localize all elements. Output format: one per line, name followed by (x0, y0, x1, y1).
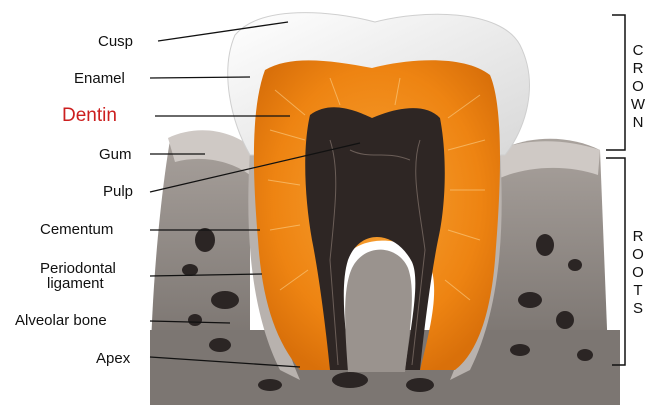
label-ligament: ligament (47, 276, 104, 291)
crown-letter: C (630, 42, 646, 60)
crown-letter: W (630, 96, 646, 114)
label-enamel: Enamel (74, 71, 125, 86)
crown-bracket (606, 15, 625, 150)
label-dentin: Dentin (62, 106, 117, 125)
section-label-crown: C R O W N (630, 42, 646, 132)
roots-letter: T (630, 282, 646, 300)
label-cusp: Cusp (98, 34, 133, 49)
label-alveolar-bone: Alveolar bone (15, 313, 107, 328)
label-cementum: Cementum (40, 222, 113, 237)
roots-letter: O (630, 264, 646, 282)
label-pulp: Pulp (103, 184, 133, 199)
label-gum: Gum (99, 147, 132, 162)
label-apex: Apex (96, 351, 130, 366)
section-label-roots: R O O T S (630, 228, 646, 318)
crown-letter: R (630, 60, 646, 78)
roots-letter: S (630, 300, 646, 318)
crown-letter: N (630, 114, 646, 132)
roots-letter: R (630, 228, 646, 246)
section-brackets (606, 15, 625, 365)
roots-letter: O (630, 246, 646, 264)
crown-letter: O (630, 78, 646, 96)
label-periodontal: Periodontal (40, 261, 116, 276)
inter-radicular-bone (345, 250, 412, 372)
